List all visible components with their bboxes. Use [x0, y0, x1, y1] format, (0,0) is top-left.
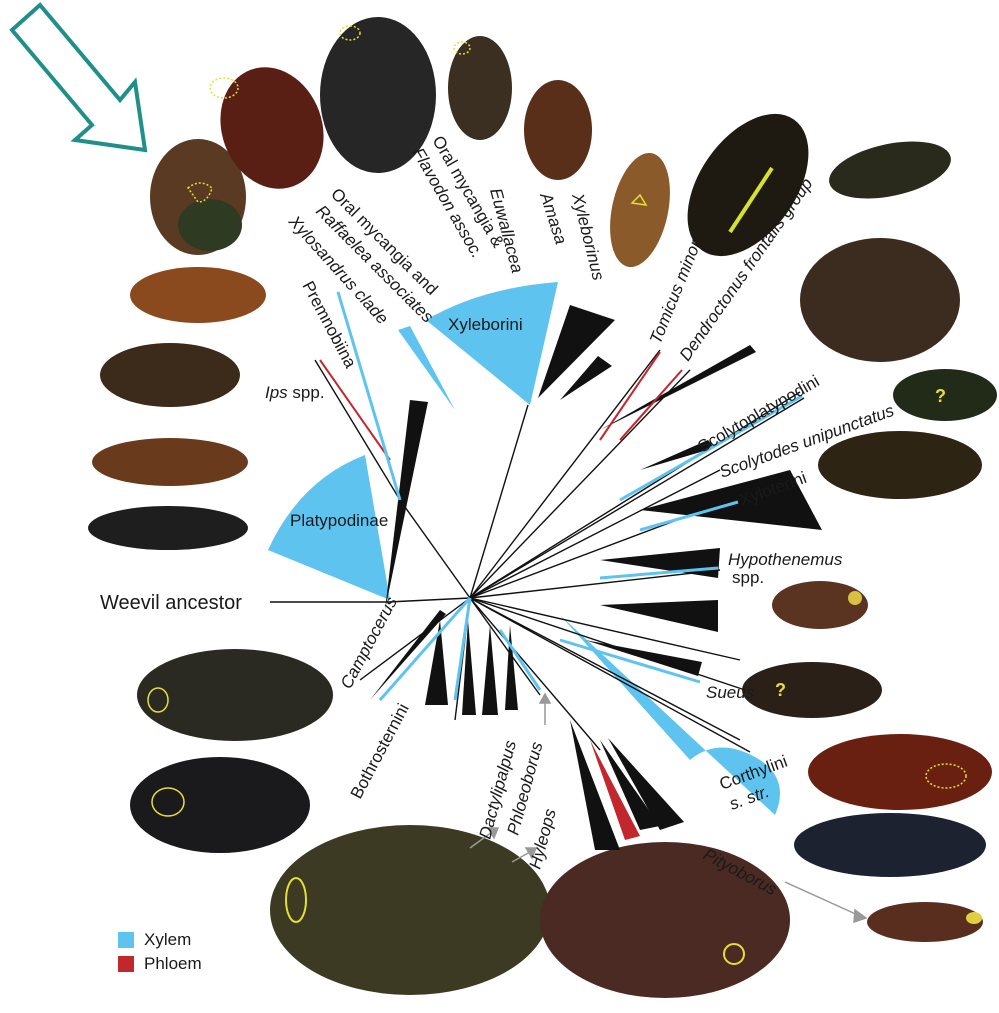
beetle-photo [867, 902, 983, 942]
beetle-photo [524, 80, 592, 180]
beetle-photo [130, 267, 266, 323]
ips-spp: spp. [288, 383, 325, 402]
annotation-mark: ? [935, 386, 946, 406]
beetle-photo [808, 734, 992, 810]
xyleborinus-label: Xyleborinus [568, 190, 608, 282]
beetle-photo [88, 506, 248, 550]
clade-wedge-raffaelea [398, 326, 455, 410]
beetle-photo [601, 147, 680, 272]
amasa-label: Amasa [536, 189, 571, 246]
weevil-ancestor-label: Weevil ancestor [100, 592, 242, 614]
camptocerus-label: Camptocerus [337, 593, 401, 692]
sueus-label: Sueus [706, 683, 755, 702]
beetle-photo [92, 438, 248, 486]
beetle-photo [448, 36, 512, 140]
legend-item-xylem: Xylem [118, 928, 202, 952]
hypothenemus-spp-label: spp. [732, 568, 764, 587]
annotation-mark: ? [775, 680, 786, 700]
beetle-photo [540, 842, 790, 998]
legend-label: Xylem [144, 930, 191, 950]
ips-label: Ips spp. [265, 383, 325, 402]
beetle-photo [818, 431, 982, 499]
xylem-swatch [118, 932, 134, 948]
beetle-photo [130, 757, 310, 853]
hypothenemus-label: Hypothenemus [728, 550, 843, 569]
platypodinae-label: Platypodinae [290, 511, 388, 530]
beetle-photo [100, 343, 240, 407]
beetle-photo [800, 238, 960, 362]
clade-wedge [482, 625, 498, 715]
clade-wedge-xyleborini [426, 282, 558, 405]
legend-label: Phloem [144, 954, 202, 974]
beetle-photo [794, 813, 986, 877]
beetle-photo: ? [742, 662, 882, 718]
phloem-swatch [118, 956, 134, 972]
pointer-arrow-icon [12, 5, 145, 150]
ips-genus: Ips [265, 383, 288, 402]
legend-item-phloem: Phloem [118, 952, 202, 976]
beetle-photo [824, 132, 956, 209]
xyleborini-label: Xyleborini [448, 315, 523, 334]
bothrosternini-label: Bothrosternini [347, 700, 413, 802]
beetle-photo [772, 581, 868, 629]
beetle-photo [270, 825, 550, 995]
beetle-photo: ? [893, 369, 997, 421]
hyleops-label: Hyleops [526, 806, 560, 871]
beetle-photo [137, 649, 333, 741]
legend: Xylem Phloem [118, 928, 202, 976]
clade-wedge [600, 600, 718, 632]
clade-wedge [385, 400, 428, 610]
